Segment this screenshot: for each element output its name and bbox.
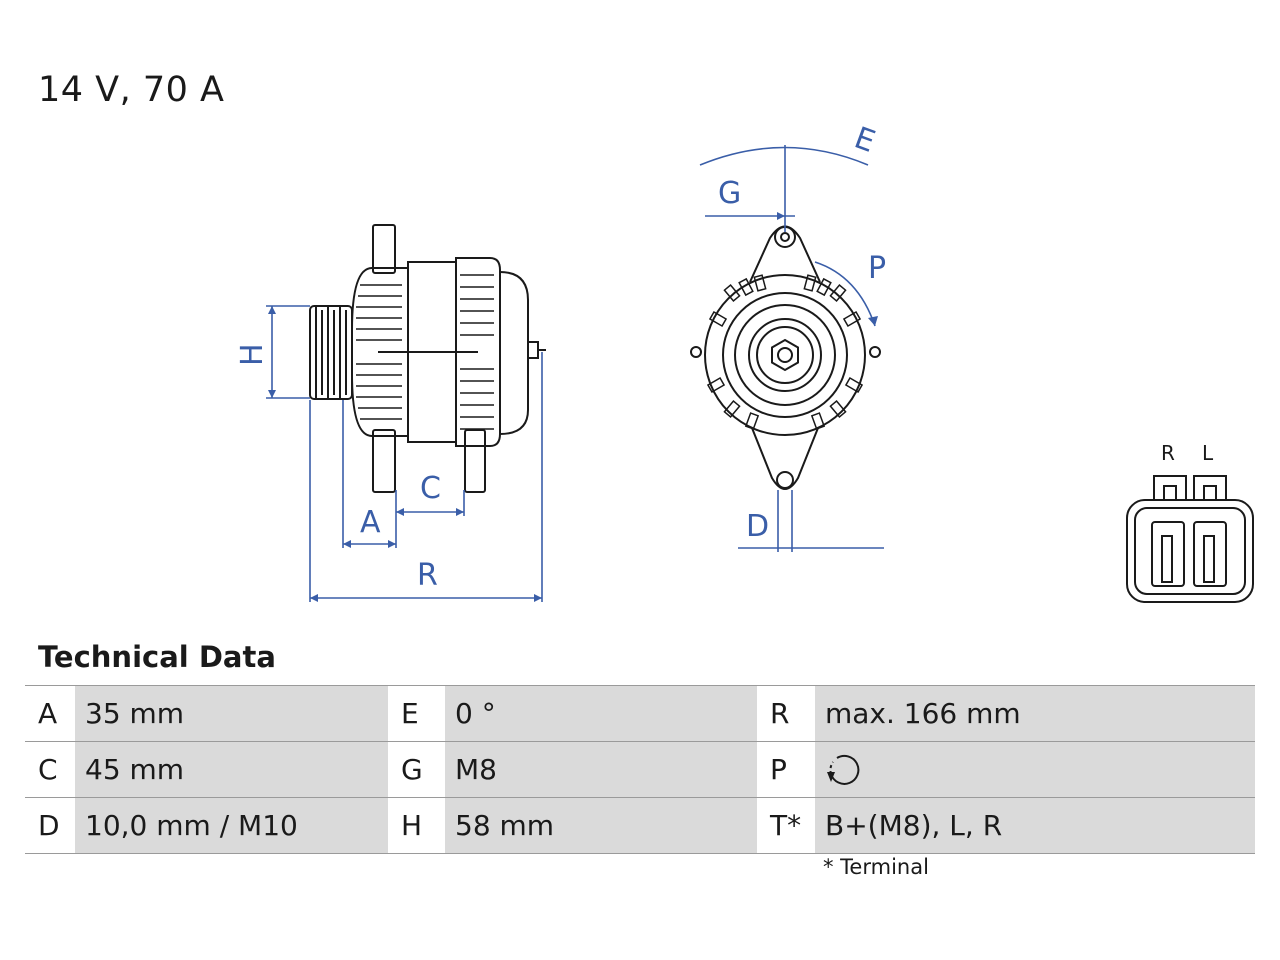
- front-view: [690, 225, 881, 490]
- spec-key: A: [25, 685, 75, 742]
- alternator-drawing: H A C R E G P D R L: [235, 120, 1254, 603]
- dim-label-d: D: [746, 509, 769, 544]
- dimension-lines: [266, 145, 884, 602]
- table-row: A 35 mm E 0 ° R max. 166 mm: [25, 685, 1255, 742]
- connector-label-l: L: [1202, 441, 1214, 465]
- product-title: 14 V, 70 A: [38, 70, 225, 110]
- table-row: C 45 mm G M8 P: [25, 741, 1255, 798]
- dim-label-g: G: [718, 176, 741, 211]
- dim-label-e: E: [850, 120, 880, 159]
- spec-key: T*: [757, 797, 815, 854]
- dim-label-c: C: [420, 471, 441, 506]
- clockwise-rotation-icon: [827, 754, 860, 785]
- spec-key: E: [388, 685, 445, 742]
- spec-key: H: [388, 797, 445, 854]
- technical-data-title: Technical Data: [38, 640, 276, 674]
- dim-label-p: P: [868, 251, 886, 286]
- spec-value: B+(M8), L, R: [815, 797, 1255, 854]
- spec-key: D: [25, 797, 75, 854]
- spec-key: G: [388, 741, 445, 798]
- spec-value: max. 166 mm: [815, 685, 1255, 742]
- side-view: [309, 224, 546, 493]
- spec-value: 35 mm: [75, 685, 388, 742]
- technical-data-table: A 35 mm E 0 ° R max. 166 mm C 45 mm G M8…: [25, 685, 1255, 854]
- spec-value: 0 °: [445, 685, 757, 742]
- spec-value: 45 mm: [75, 741, 388, 798]
- terminal-footnote: * Terminal: [823, 855, 929, 879]
- spec-key: C: [25, 741, 75, 798]
- dim-label-h: H: [235, 343, 270, 366]
- spec-value: 58 mm: [445, 797, 757, 854]
- connector-drawing: [1126, 475, 1254, 603]
- spec-value: M8: [445, 741, 757, 798]
- dim-label-r: R: [417, 558, 438, 593]
- spec-value-rotation: [815, 741, 1255, 798]
- connector-label-r: R: [1161, 441, 1175, 465]
- spec-key: R: [757, 685, 815, 742]
- dim-label-a: A: [360, 505, 381, 540]
- table-row: D 10,0 mm / M10 H 58 mm T* B+(M8), L, R: [25, 797, 1255, 854]
- spec-key: P: [757, 741, 815, 798]
- spec-value: 10,0 mm / M10: [75, 797, 388, 854]
